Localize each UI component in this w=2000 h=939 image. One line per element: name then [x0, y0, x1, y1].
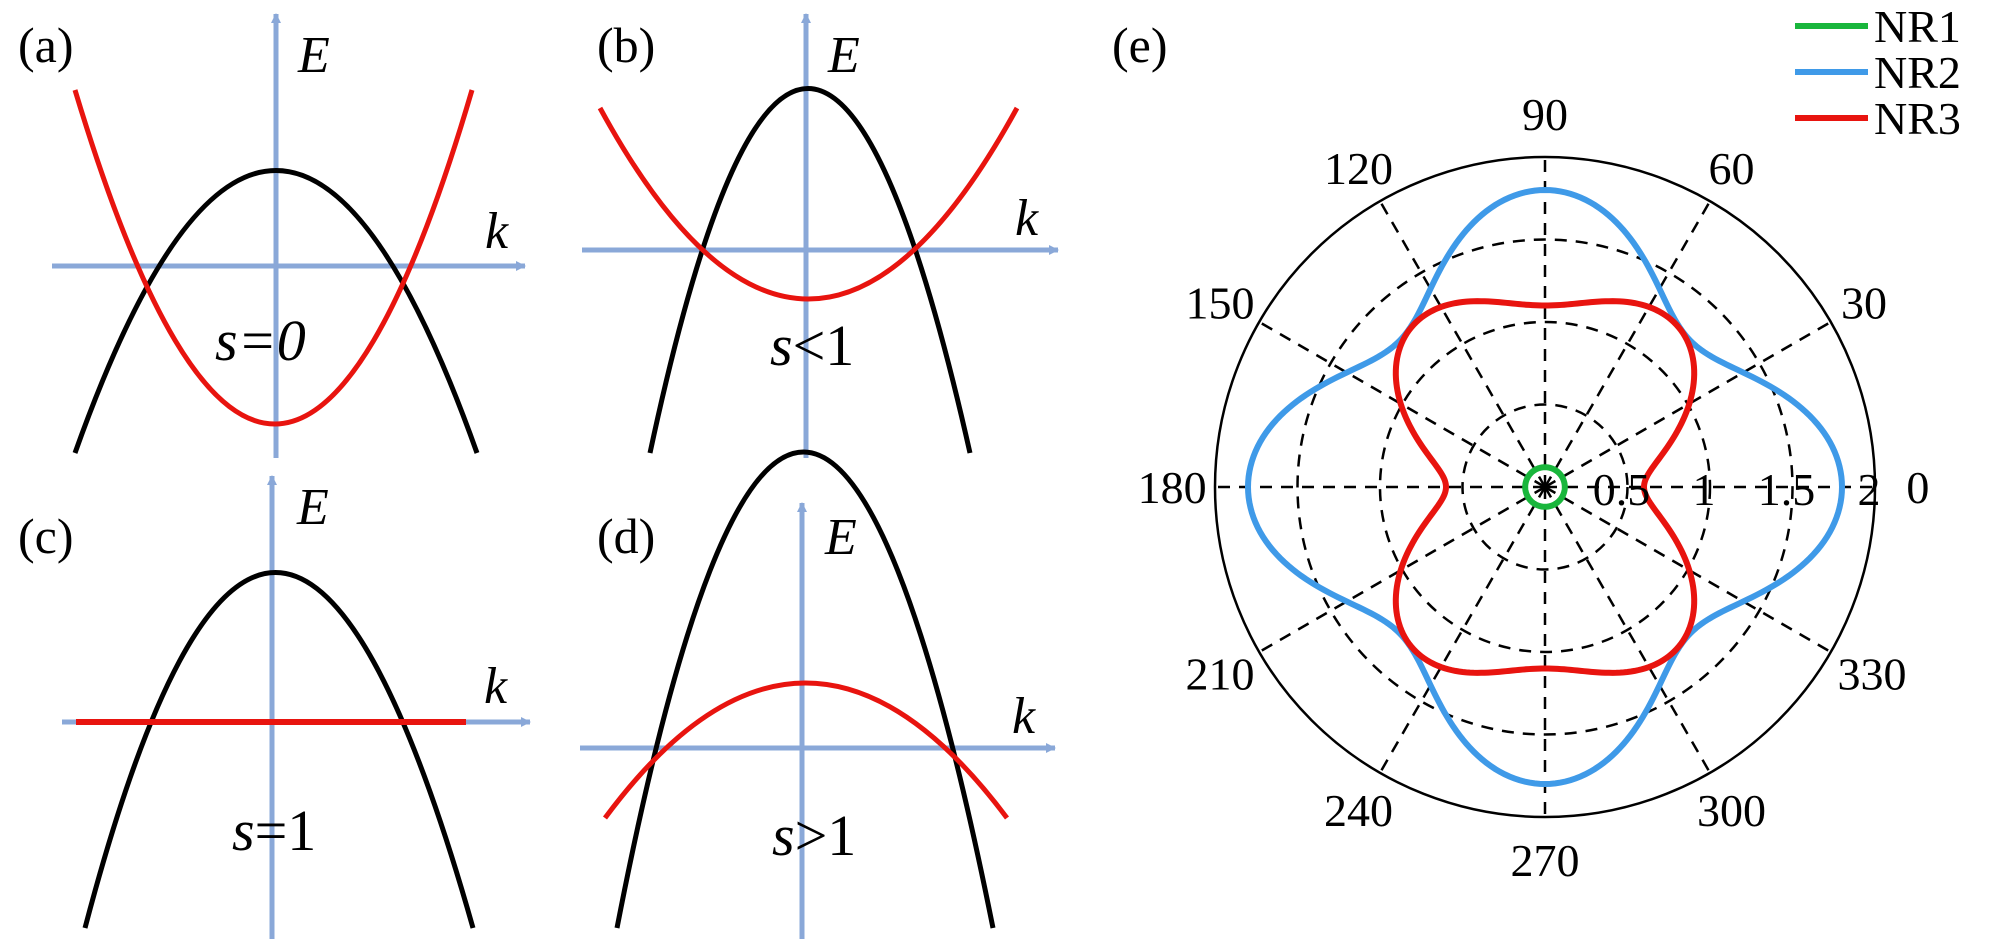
panel-d: (d) E k s>1 — [580, 449, 1056, 939]
radial-tick-label-1.5: 1.5 — [1758, 464, 1816, 515]
angle-tick-label-30: 30 — [1841, 278, 1887, 329]
angle-tick-label-90: 90 — [1522, 89, 1568, 140]
angular-gridline-5 — [1258, 320, 1546, 489]
panel-d-red-band — [602, 680, 1010, 820]
panel-c-k-label: k — [484, 658, 508, 715]
panel-c-label: (c) — [18, 508, 74, 564]
angle-tick-label-330: 330 — [1837, 648, 1906, 699]
panel-a-condition: s=0 — [215, 308, 306, 373]
panel-c-e-label: E — [296, 479, 329, 536]
panel-b-k-label: k — [1015, 190, 1039, 247]
panel-b-label: (b) — [597, 17, 655, 73]
radial-gridline-0 — [1461, 403, 1629, 571]
series-nr1-curve — [1522, 464, 1568, 510]
angular-gridline-7 — [1258, 485, 1546, 654]
angular-gridline-2 — [1543, 200, 1712, 488]
panel-b-e-label: E — [827, 27, 860, 84]
radial-gridline-2 — [1296, 238, 1794, 736]
panel-c: (c) E k s=1 — [18, 475, 531, 939]
radial-gridline-1 — [1378, 320, 1712, 654]
legend-label-nr2: NR2 — [1874, 47, 1961, 98]
polar-labels: 0 30 60 90 120 150 180 210 240 270 300 330 0.5 1 1.5 2 — [1138, 89, 1930, 886]
panel-a: (a) E k s=0 — [18, 13, 526, 458]
panel-d-k-label: k — [1012, 688, 1036, 745]
panel-b-condition: s<1 — [770, 313, 854, 378]
radial-tick-label-0.5: 0.5 — [1593, 464, 1651, 515]
panel-d-black-band — [614, 449, 996, 929]
angle-tick-label-240: 240 — [1324, 785, 1393, 836]
panel-d-label: (d) — [597, 508, 655, 564]
panel-a-red-band — [72, 89, 475, 427]
panel-a-black-band — [72, 168, 480, 454]
angle-tick-label-60: 60 — [1708, 143, 1754, 194]
angular-gridline-4 — [1378, 200, 1547, 488]
panel-c-condition: s=1 — [232, 798, 316, 863]
legend-label-nr3: NR3 — [1874, 93, 1961, 144]
polar-grid — [1213, 155, 1877, 819]
angular-gridline-10 — [1543, 486, 1712, 774]
angle-tick-label-150: 150 — [1186, 278, 1255, 329]
panel-a-e-label: E — [297, 27, 330, 84]
radial-tick-label-1: 1 — [1693, 464, 1716, 515]
panel-e-label: (e) — [1112, 17, 1168, 73]
angle-tick-label-300: 300 — [1697, 785, 1766, 836]
angle-tick-label-180: 180 — [1138, 462, 1207, 513]
angle-tick-label-270: 270 — [1511, 835, 1580, 886]
angular-gridline-11 — [1544, 485, 1832, 654]
panel-c-black-band — [82, 570, 476, 929]
polar-outer-ring — [1213, 155, 1877, 819]
angle-tick-label-210: 210 — [1186, 648, 1255, 699]
polar-series — [1244, 186, 1846, 788]
panel-a-label: (a) — [18, 17, 74, 73]
panel-d-e-label: E — [824, 509, 857, 566]
panel-b: (b) E k s<1 — [582, 13, 1059, 458]
radial-tick-label-2: 2 — [1858, 464, 1881, 515]
series-nr2-curve — [1244, 186, 1846, 788]
legend-label-nr1: NR1 — [1874, 1, 1961, 52]
panel-a-k-label: k — [485, 203, 509, 260]
panel-d-condition: s>1 — [772, 803, 856, 868]
series-nr3-curve — [1392, 298, 1698, 676]
angular-gridline-8 — [1378, 486, 1547, 774]
angle-tick-label-0: 0 — [1906, 462, 1929, 513]
angle-tick-label-120: 120 — [1324, 143, 1393, 194]
panel-b-red-band — [597, 106, 1020, 302]
panel-b-black-band — [647, 86, 973, 454]
angular-gridline-1 — [1544, 320, 1832, 489]
